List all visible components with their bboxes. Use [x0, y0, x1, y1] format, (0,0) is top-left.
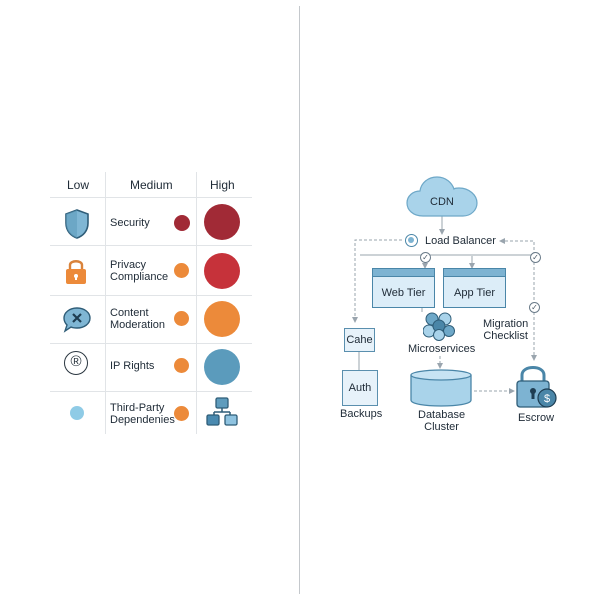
- escrow-lock-icon: $: [516, 366, 557, 408]
- high-risk-dot: [204, 204, 240, 240]
- row-label-security: Security: [110, 217, 150, 229]
- connector: [352, 239, 402, 323]
- row-label-privacy-compliance: Privacy Compliance: [110, 259, 169, 283]
- risk-matrix: Low Medium High Security Privacy Complia…: [50, 172, 252, 434]
- chat-bubble-x-icon: [63, 307, 91, 333]
- light-blue-dot-icon: [70, 406, 84, 420]
- database-icon: [410, 369, 472, 407]
- medium-risk-dot: [174, 358, 189, 373]
- header-high: High: [210, 178, 235, 192]
- grid-line: [50, 245, 252, 246]
- cache-label: Cahe: [346, 334, 373, 346]
- cloud-icon: [406, 176, 478, 217]
- web-tier-label: Web Tier: [381, 287, 426, 299]
- cache-box: Cahe: [344, 328, 375, 352]
- app-tier-label: App Tier: [454, 287, 495, 299]
- row-label-ip-rights: IP Rights: [110, 360, 155, 372]
- microservices-label: Microservices: [408, 343, 476, 355]
- medium-risk-dot: [174, 406, 189, 421]
- network-nodes-icon: [206, 397, 238, 426]
- medium-risk-dot: [174, 263, 189, 278]
- backups-label: Backups: [340, 408, 383, 420]
- grid-line: [50, 197, 252, 198]
- app-tier-box: App Tier: [443, 268, 506, 308]
- medium-risk-dot: [174, 311, 189, 326]
- microservices-icon: [423, 312, 455, 341]
- header-low: Low: [67, 178, 90, 192]
- auth-box: Auth: [342, 370, 378, 406]
- connector-lines: [352, 216, 537, 394]
- high-risk-dot: [204, 253, 240, 289]
- grid-line: [196, 172, 197, 434]
- load-balancer-icon: [405, 234, 418, 247]
- database-cluster-label: Database Cluster: [418, 409, 466, 433]
- grid-line: [50, 391, 252, 392]
- check-icon: ✓: [529, 302, 540, 313]
- check-icon: ✓: [420, 252, 431, 263]
- panel-divider: [299, 6, 300, 594]
- load-balancer-label: Load Balancer: [425, 235, 496, 247]
- grid-line: [50, 343, 252, 344]
- svg-text:$: $: [544, 393, 550, 405]
- row-label-content-moderation: Content Moderation: [110, 307, 166, 331]
- web-tier-box: Web Tier: [372, 268, 435, 308]
- auth-label: Auth: [348, 382, 372, 394]
- shield-icon: [65, 209, 89, 239]
- escrow-label: Escrow: [518, 412, 555, 424]
- cdn-label: CDN: [430, 196, 454, 208]
- high-risk-dot: [204, 301, 240, 337]
- high-risk-dot: [204, 349, 240, 385]
- migration-checklist-label: Migration Checklist: [483, 318, 529, 342]
- tier-header-bar: [444, 269, 505, 277]
- architecture-diagram: CDN Load Balancer ✓ ✓ ✓ Web Tier App Tie…: [300, 0, 600, 600]
- grid-line: [50, 295, 252, 296]
- check-icon: ✓: [530, 252, 541, 263]
- padlock-icon: [66, 260, 86, 284]
- connector: [499, 238, 535, 255]
- registered-trademark-icon: ®: [64, 351, 88, 375]
- tier-header-bar: [373, 269, 434, 277]
- row-label-third-party-dependencies: Third-Party Dependenies: [110, 402, 175, 426]
- medium-risk-dot: [174, 215, 190, 231]
- grid-line: [105, 172, 106, 434]
- header-medium: Medium: [130, 178, 173, 192]
- registered-symbol: ®: [70, 353, 82, 370]
